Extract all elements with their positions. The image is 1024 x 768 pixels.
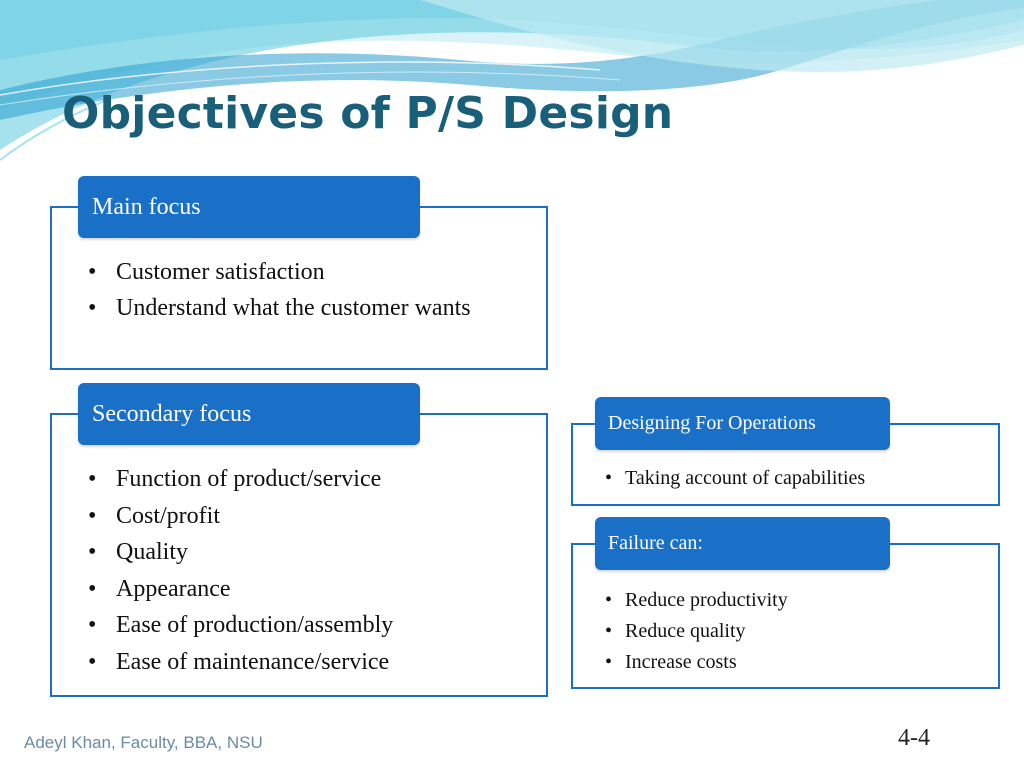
- list-item: Increase costs: [605, 647, 985, 678]
- secondary-focus-header: Secondary focus: [78, 383, 420, 445]
- designing-for-operations-header: Designing For Operations: [595, 397, 890, 450]
- list-item: Ease of maintenance/service: [88, 644, 536, 681]
- main-focus-header: Main focus: [78, 176, 420, 238]
- list-item: Quality: [88, 534, 536, 571]
- page-title: Objectives of P/S Design: [62, 88, 674, 139]
- list-item: Ease of production/assembly: [88, 607, 536, 644]
- secondary-focus-box: Function of product/service Cost/profit …: [50, 413, 548, 697]
- wave-decoration: [0, 0, 1024, 161]
- designing-for-operations-list: Taking account of capabilities: [605, 465, 985, 491]
- list-item: Reduce quality: [605, 616, 985, 647]
- list-item: Understand what the customer wants: [88, 292, 516, 324]
- list-item: Appearance: [88, 571, 536, 608]
- list-item: Cost/profit: [88, 498, 536, 535]
- secondary-focus-list: Function of product/service Cost/profit …: [88, 461, 536, 681]
- page-number: 4-4: [898, 725, 930, 751]
- designing-for-operations-label: Designing For Operations: [608, 412, 816, 434]
- failure-list: Reduce productivity Reduce quality Incre…: [605, 585, 985, 678]
- main-focus-label: Main focus: [92, 193, 201, 220]
- secondary-focus-label: Secondary focus: [92, 400, 252, 427]
- main-focus-list: Customer satisfaction Understand what th…: [88, 256, 516, 324]
- list-item: Taking account of capabilities: [605, 465, 985, 491]
- footer-author: Adeyl Khan, Faculty, BBA, NSU: [24, 733, 263, 752]
- list-item: Reduce productivity: [605, 585, 985, 616]
- failure-label: Failure can:: [608, 532, 703, 554]
- list-item: Customer satisfaction: [88, 256, 516, 288]
- list-item: Function of product/service: [88, 461, 536, 498]
- failure-header: Failure can:: [595, 517, 890, 570]
